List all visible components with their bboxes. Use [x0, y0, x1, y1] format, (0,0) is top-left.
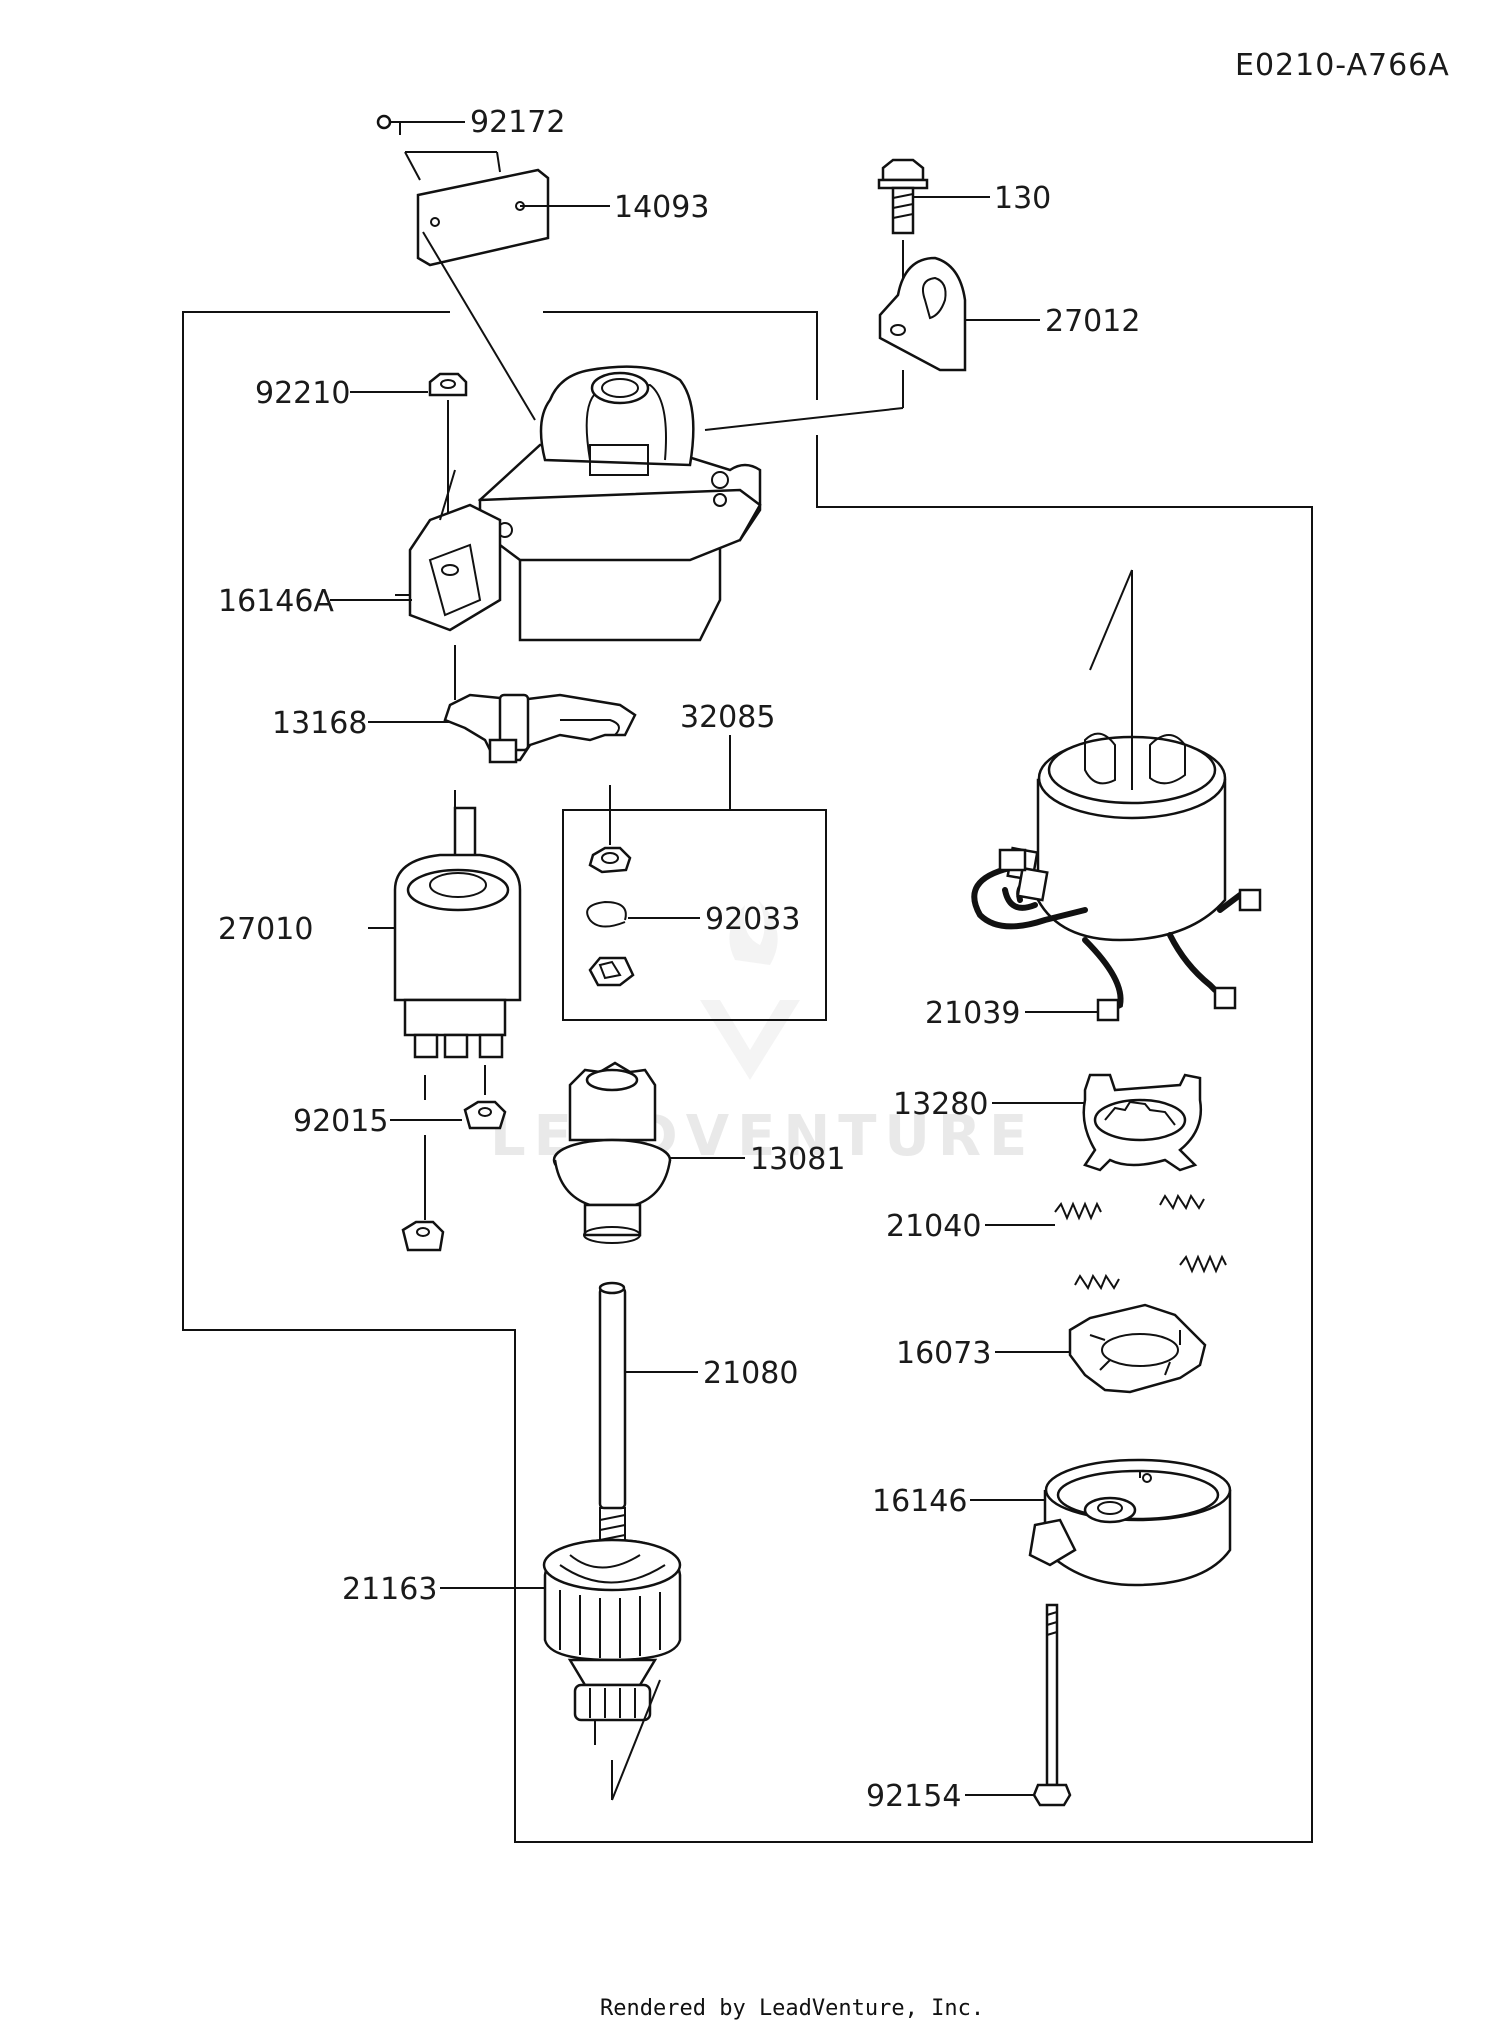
part-92210-nut[interactable]: [428, 372, 468, 550]
label-92015[interactable]: 92015: [293, 1104, 388, 1139]
part-92172-screw[interactable]: [376, 114, 401, 135]
part-21040-springs[interactable]: [1054, 1193, 1227, 1291]
part-21163-armature[interactable]: [542, 1538, 682, 1801]
label-16073[interactable]: 16073: [896, 1336, 991, 1371]
label-92210[interactable]: 92210: [255, 376, 350, 411]
label-92033[interactable]: 92033: [705, 902, 800, 937]
part-32085-collar[interactable]: [588, 956, 635, 987]
label-21163[interactable]: 21163: [342, 1572, 437, 1607]
part-13280-holder[interactable]: [1082, 1073, 1203, 1172]
part-21039-yoke[interactable]: [971, 569, 1262, 1022]
label-32085[interactable]: 32085: [680, 700, 775, 735]
label-27012[interactable]: 27012: [1045, 304, 1140, 339]
label-92172[interactable]: 92172: [470, 105, 565, 140]
label-130[interactable]: 130: [994, 181, 1051, 216]
part-27012-bracket[interactable]: [704, 256, 967, 431]
label-21080[interactable]: 21080: [703, 1356, 798, 1391]
part-13168-lever[interactable]: [443, 645, 637, 815]
part-13081-pinion[interactable]: [552, 1061, 672, 1244]
part-27010-solenoid[interactable]: [393, 806, 522, 1220]
part-92015-nut[interactable]: [401, 1100, 507, 1252]
label-14093[interactable]: 14093: [614, 190, 709, 225]
part-92154-bolt[interactable]: [1032, 1603, 1072, 1807]
part-16146A-housing[interactable]: [395, 365, 762, 642]
part-16146-cover[interactable]: [1028, 1458, 1232, 1587]
part-32085-bushing[interactable]: [588, 785, 632, 874]
label-16146[interactable]: 16146: [872, 1484, 967, 1519]
diagram-code: E0210-A766A: [1235, 48, 1450, 83]
label-16146A[interactable]: 16146A: [218, 584, 334, 619]
label-21040[interactable]: 21040: [886, 1209, 981, 1244]
label-27010[interactable]: 27010: [218, 912, 313, 947]
part-16073-plate[interactable]: [1068, 1303, 1207, 1394]
assembly-boundary: [182, 311, 1313, 1843]
part-21080-shaft[interactable]: [598, 1281, 627, 1556]
label-13280[interactable]: 13280: [893, 1087, 988, 1122]
part-14093-plate[interactable]: [404, 151, 550, 267]
footer-credit: Rendered by LeadVenture, Inc.: [600, 1996, 984, 2021]
part-32085-kit[interactable]: [562, 735, 827, 1021]
label-13168[interactable]: 13168: [272, 706, 367, 741]
part-92033-ring[interactable]: [586, 900, 627, 928]
leader-lines: [330, 121, 1098, 1796]
part-labels: 92172 14093 130 27012 92210 16146A 13168…: [218, 105, 1140, 1814]
label-13081[interactable]: 13081: [750, 1142, 845, 1177]
label-21039[interactable]: 21039: [925, 996, 1020, 1031]
label-92154[interactable]: 92154: [866, 1779, 961, 1814]
